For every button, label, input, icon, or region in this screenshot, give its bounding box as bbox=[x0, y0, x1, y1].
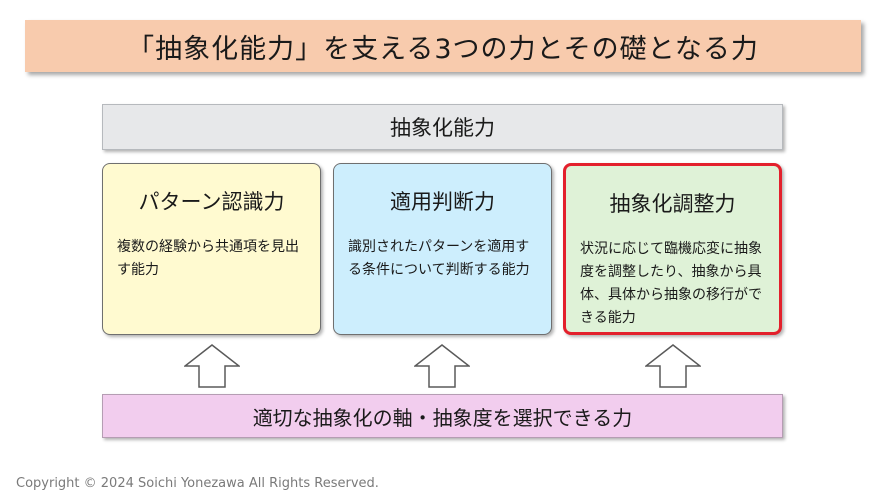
pattern-recognition-box: パターン認識力 複数の経験から共通項を見出す能力 bbox=[102, 163, 321, 335]
copyright-notice: Copyright © 2024 Soichi Yonezawa All Rig… bbox=[16, 476, 379, 491]
foundation-ability-bar: 適切な抽象化の軸・抽象度を選択できる力 bbox=[102, 394, 783, 438]
arrow-up-icon bbox=[414, 344, 470, 388]
arrow-up-icon bbox=[645, 344, 701, 388]
box-title: 適用判断力 bbox=[390, 190, 495, 214]
arrow-up-icon bbox=[184, 344, 240, 388]
box-title: 抽象化調整力 bbox=[609, 192, 736, 216]
abstraction-ability-bar: 抽象化能力 bbox=[102, 104, 783, 150]
box-description: 状況に応じて臨機応変に抽象度を調整したり、抽象から具体、具体から抽象の移行ができ… bbox=[580, 241, 762, 326]
box-title: パターン認識力 bbox=[138, 190, 285, 214]
application-judgment-box: 適用判断力 識別されたパターンを適用する条件について判断する能力 bbox=[333, 163, 552, 335]
box-description: 識別されたパターンを適用する条件について判断する能力 bbox=[348, 239, 530, 278]
abstraction-adjustment-box: 抽象化調整力 状況に応じて臨機応変に抽象度を調整したり、抽象から具体、具体から抽… bbox=[563, 163, 782, 335]
page-title: 「抽象化能力」を支える3つの力とその礎となる力 bbox=[25, 20, 861, 72]
box-description: 複数の経験から共通項を見出す能力 bbox=[117, 239, 299, 278]
